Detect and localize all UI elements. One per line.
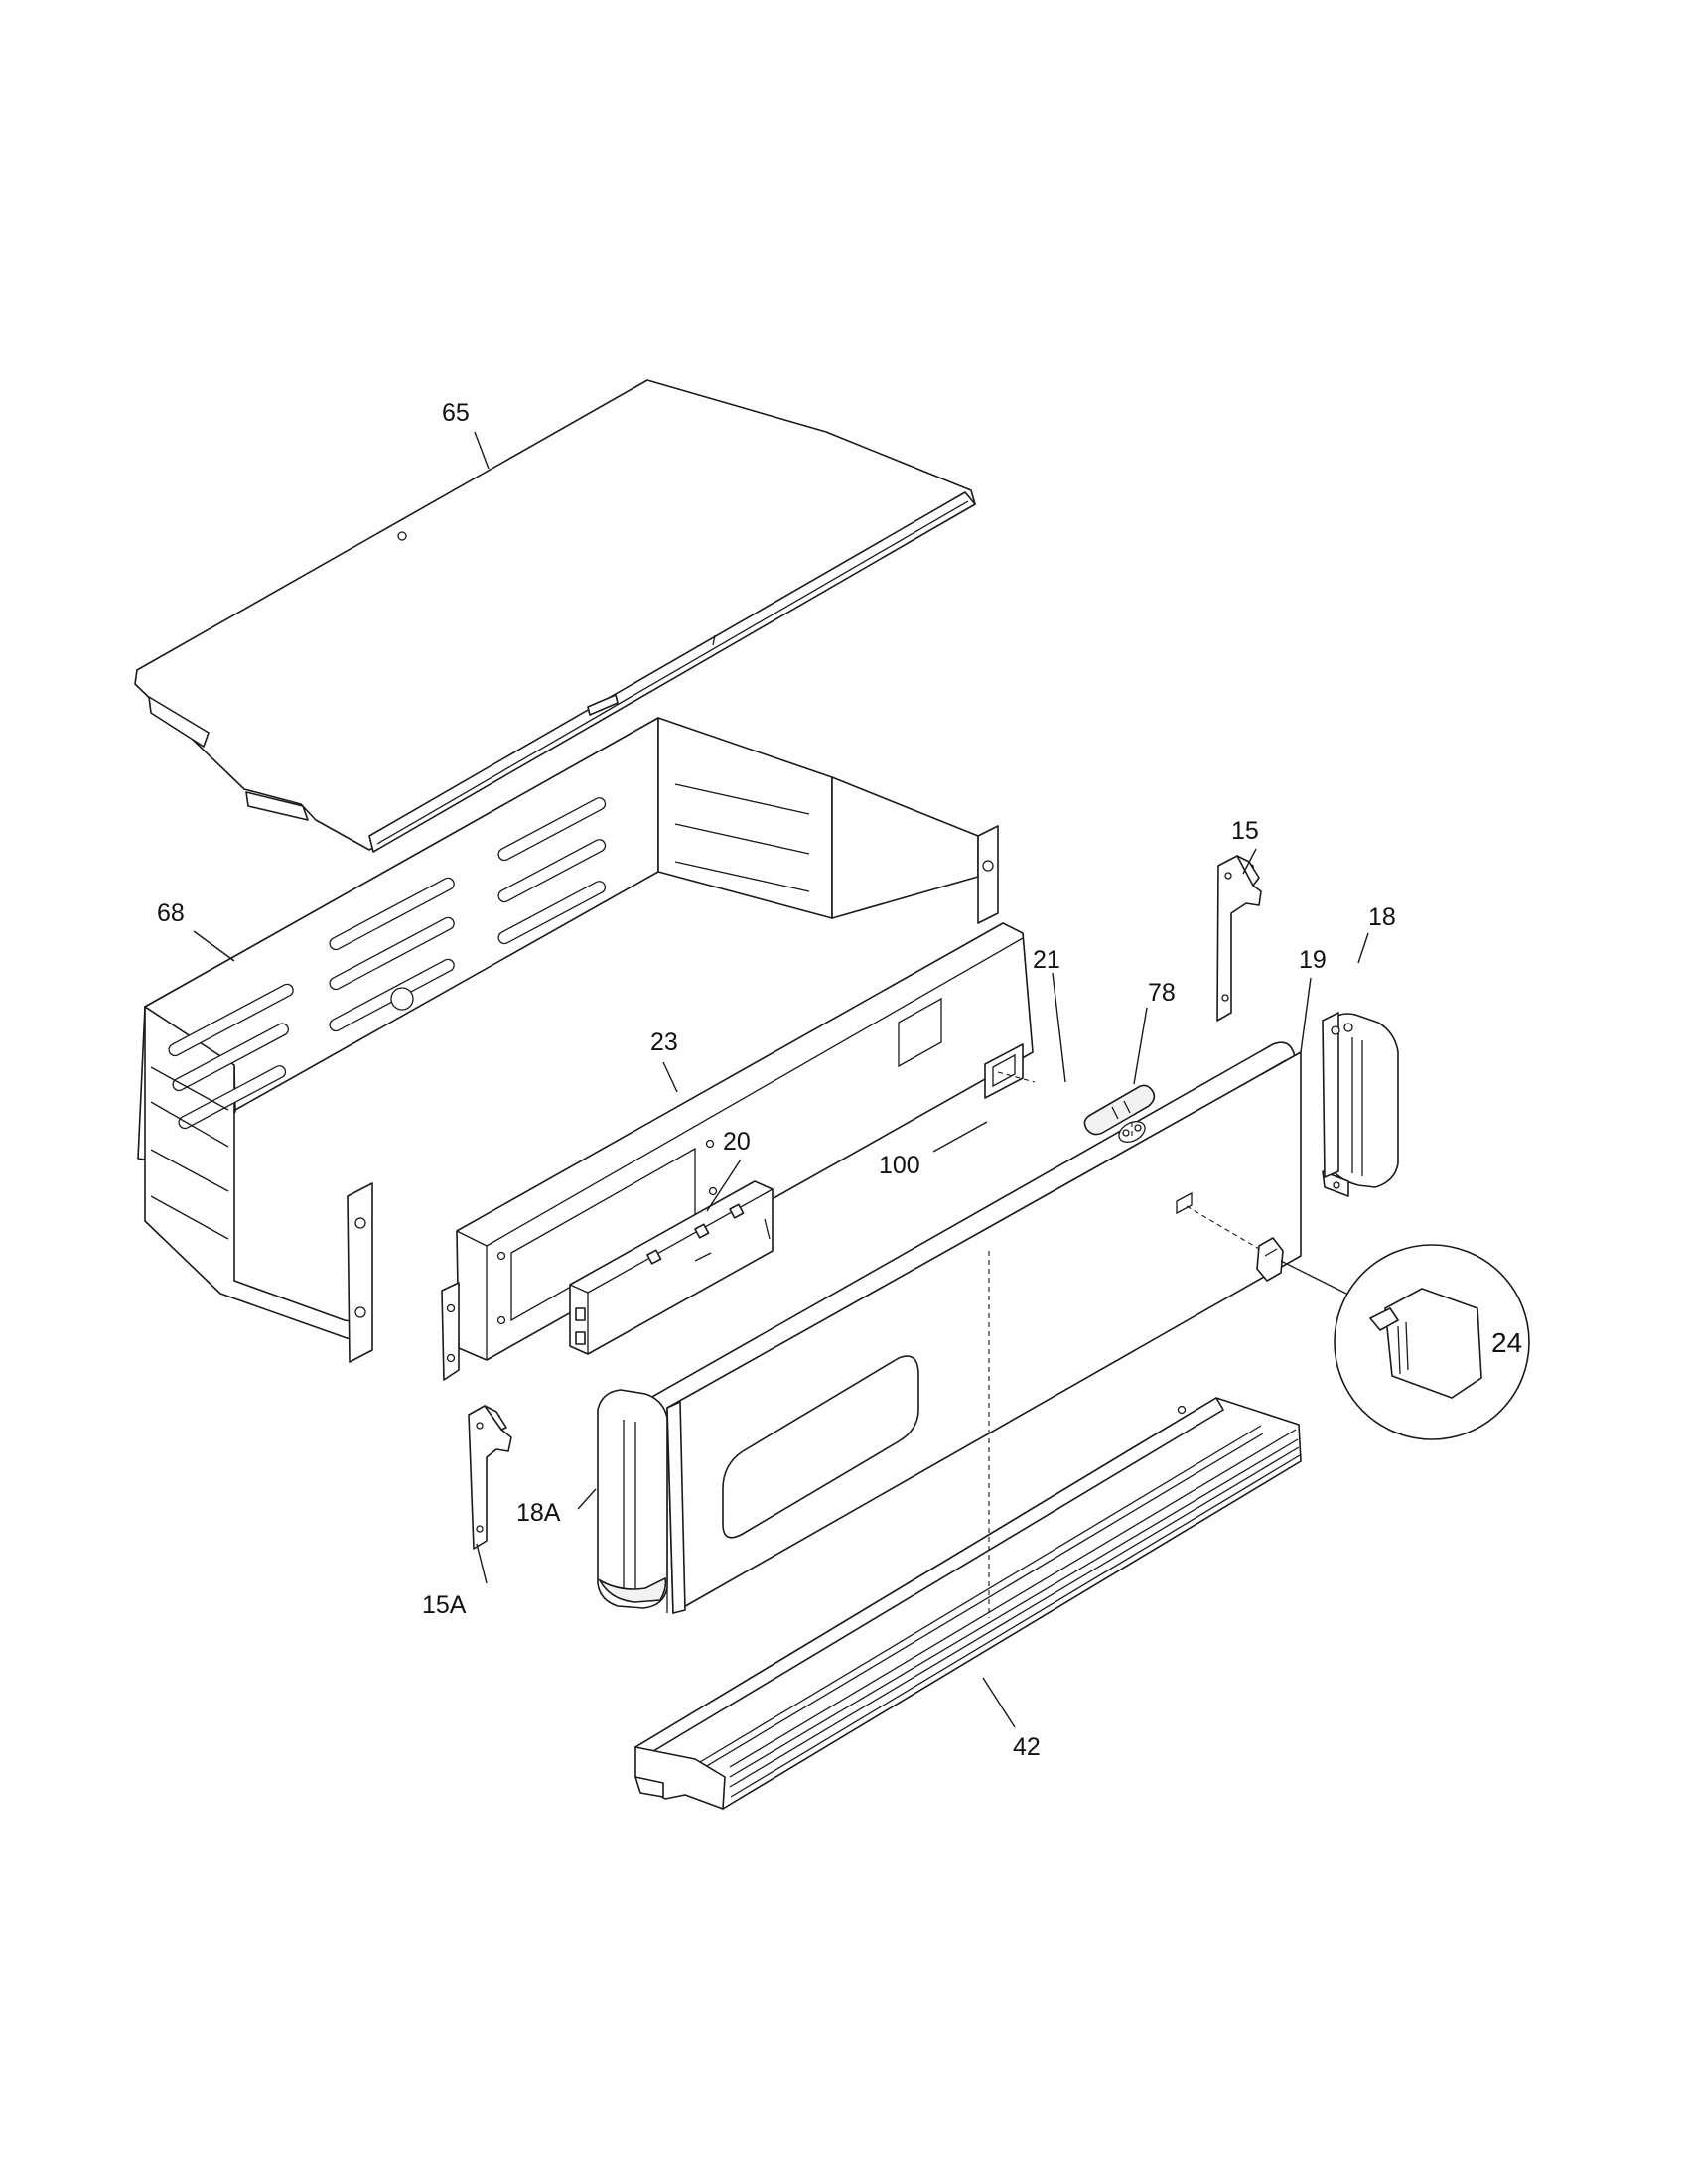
callout-78: 78 <box>1148 979 1176 1007</box>
part-23-control-panel-bracket <box>441 922 1034 1381</box>
callout-20: 20 <box>723 1128 751 1156</box>
part-42-trim-rail <box>634 1397 1302 1810</box>
part-24-rocker-switch <box>1186 1205 1530 1440</box>
callout-23: 23 <box>650 1028 678 1056</box>
part-21-console <box>649 1041 1302 1614</box>
part-18-right-end-cap <box>1322 1013 1399 1197</box>
callout-18: 18 <box>1368 903 1396 931</box>
part-78-cap <box>1083 1084 1156 1140</box>
part-18a-left-end-cap <box>597 1389 668 1609</box>
callout-15: 15 <box>1231 817 1259 845</box>
callout-68: 68 <box>157 899 185 927</box>
callout-100: 100 <box>879 1152 920 1179</box>
callout-18a: 18A <box>516 1499 561 1527</box>
part-100-pad <box>984 1043 1024 1099</box>
part-19-end-cap-insert <box>1322 1012 1353 1178</box>
callout-15a: 15A <box>422 1591 467 1619</box>
callout-65: 65 <box>442 399 470 427</box>
part-65-top-cover <box>134 379 976 853</box>
part-20-electronic-control <box>569 1180 774 1355</box>
callout-24: 24 <box>1491 1327 1522 1358</box>
callout-labels: 65 68 23 20 100 21 78 15 19 18 24 15A 18… <box>157 399 1522 1761</box>
callout-21: 21 <box>1033 946 1060 974</box>
callout-19: 19 <box>1299 946 1327 974</box>
part-15-bracket <box>1216 855 1262 1022</box>
part-68-control-housing <box>137 717 999 1363</box>
part-15a-bracket <box>468 1405 512 1550</box>
louver-slots <box>168 797 607 1130</box>
callout-leaders <box>193 431 1369 1728</box>
callout-42: 42 <box>1013 1733 1041 1761</box>
